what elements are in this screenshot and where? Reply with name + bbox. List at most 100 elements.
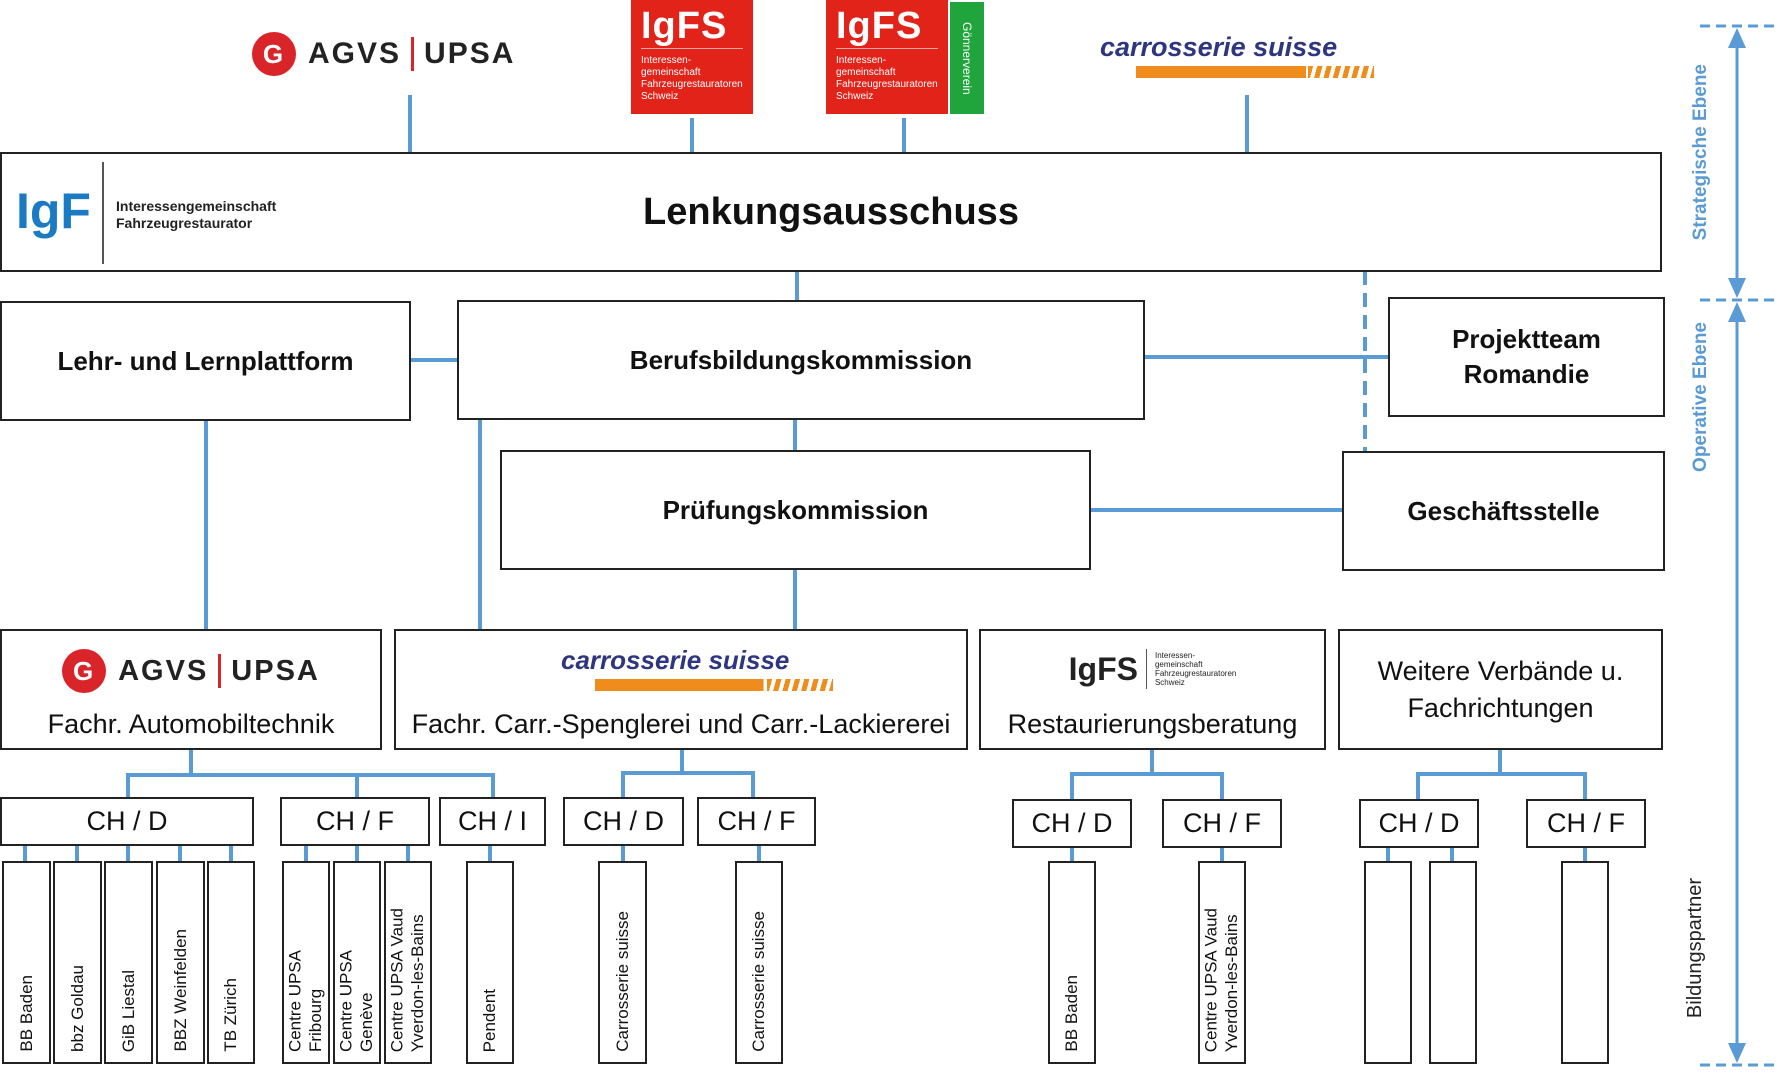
dept-weitere-box: Weitere Verbände u. Fachrichtungen [1338, 629, 1663, 750]
region-ch-d-carrosserie: CH / D [563, 797, 684, 846]
goennerverein-tab: Gönnerverein [950, 2, 984, 114]
igfs-logo-text: Schweiz [641, 91, 679, 102]
igf-logo-text-line: Interessengemeinschaft [116, 198, 277, 214]
partner-label-line: Centre UPSA [336, 949, 356, 1052]
agvs-emblem-icon: G [62, 649, 107, 693]
agvs-logo-right: UPSA [424, 37, 516, 70]
carrosserie-stripes [767, 679, 833, 691]
agvs-logo-left: AGVS [118, 654, 209, 687]
igf-logo-divider [102, 162, 104, 264]
agvs-logo-divider [411, 37, 415, 71]
dept-agvs-logo: G AGVS UPSA [62, 649, 320, 693]
dept-restaurierung-label: Restaurierungsberatung [1007, 709, 1298, 739]
lehr-lernplattform-box: Lehr- und Lernplattform [0, 301, 411, 421]
partner-label: BB Baden [16, 975, 36, 1052]
partner-label-line: Yverdon-les-Bains [408, 914, 427, 1052]
region-ch-f-automobil: CH / F [280, 797, 430, 846]
igfs-logo-text: Schweiz [1154, 678, 1185, 687]
partner-tb-zuerich: TB Zürich [207, 861, 255, 1064]
agvs-upsa-logo: G AGVS UPSA [252, 32, 515, 76]
region-ch-d-automobil: CH / D [0, 797, 254, 846]
dept-automobiltechnik-box: G AGVS UPSA Fachr. Automobiltechnik [0, 629, 382, 750]
igfs-logo-mark: IgFS [1068, 650, 1138, 687]
partner-bbz-goldau: bbz Goldau [53, 861, 102, 1064]
partner-label: Centre UPSA Vaud Yverdon-les-Bains [388, 908, 429, 1052]
dept-automobiltechnik-label: Fachr. Automobiltechnik [47, 709, 335, 739]
partner-label: TB Zürich [220, 978, 240, 1052]
partner-label: Pendent [479, 988, 499, 1052]
dept-weitere-line-2: Fachrichtungen [1407, 692, 1594, 723]
partner-empty-3 [1561, 861, 1609, 1064]
igfs-goennerverein-logo: IgFS Interessen- gemeinschaft Fahrzeugre… [826, 0, 948, 114]
partner-empty-2 [1429, 861, 1477, 1064]
partner-label-line: Yverdon-les-Bains [1222, 914, 1241, 1052]
carrosserie-stripes [1308, 66, 1374, 78]
partner-bb-baden-restaurierung: BB Baden [1048, 861, 1096, 1064]
projektteam-line-2: Romandie [1463, 359, 1590, 389]
lenkungsausschuss-box: Lenkungsausschuss [0, 152, 1662, 272]
partner-label: Carrosserie suisse [748, 911, 768, 1052]
igfs-logo-text: gemeinschaft [641, 67, 701, 78]
region-ch-d-weitere: CH / D [1359, 799, 1479, 848]
igfs-logo-mark: IgFS [641, 4, 743, 49]
dept-carrosserie-box: carrosserie suisse Fachr. Carr.-Spengler… [394, 629, 968, 750]
igfs-logo-text: gemeinschaft [836, 67, 896, 78]
region-ch-f-weitere: CH / F [1526, 799, 1646, 848]
agvs-logo-divider [218, 654, 222, 688]
igfs-logo: IgFS Interessen- gemeinschaft Fahrzeugre… [631, 0, 753, 114]
dept-carrosserie-label: Fachr. Carr.-Spenglerei und Carr.-Lackie… [411, 709, 951, 739]
carrosserie-suisse-logo: carrosserie suisse [1100, 32, 1338, 62]
igfs-logo-text: Interessen- [1154, 651, 1195, 660]
agvs-logo-left: AGVS [308, 37, 402, 70]
berufsbildungskommission-box: Berufsbildungskommission [457, 300, 1145, 420]
partner-bbz-weinfelden: BBZ Weinfelden [156, 861, 205, 1064]
partner-empty-1 [1364, 861, 1412, 1064]
partner-label: BB Baden [1061, 975, 1081, 1052]
partner-label: Centre UPSA Genève [337, 950, 378, 1052]
partner-gib-liestal: GiB Liestal [104, 861, 153, 1064]
partner-centre-upsa-geneve: Centre UPSA Genève [333, 861, 381, 1064]
igfs-logo-text: Fahrzeugrestauratoren [1154, 669, 1237, 678]
partner-label: BBZ Weinfelden [170, 929, 190, 1052]
region-ch-f-carrosserie: CH / F [697, 797, 816, 846]
igfs-logo-mark: IgFS [836, 4, 938, 49]
agvs-logo-right: UPSA [231, 654, 320, 687]
partner-label-line: Centre UPSA Vaud [387, 907, 407, 1052]
igfs-logo-text: Schweiz [836, 91, 874, 102]
geschaeftsstelle-box: Geschäftsstelle [1342, 451, 1665, 571]
partner-label: GiB Liestal [118, 969, 138, 1052]
projektteam-line-1: Projektteam [1452, 323, 1601, 354]
igfs-logo-text: gemeinschaft [1154, 660, 1203, 669]
partner-label-line: Centre UPSA [285, 949, 305, 1052]
partner-label: Centre UPSA Fribourg [286, 950, 327, 1052]
igf-logo-text: Interessengemeinschaft Fahrzeugrestaurat… [116, 198, 276, 232]
pruefungskommission-box: Prüfungskommission [500, 450, 1091, 570]
operative-level-label: Operative Ebene [1690, 322, 1711, 472]
igfs-logo-text: Fahrzeugrestauratoren [836, 79, 938, 90]
igfs-logo-text: Interessen- [836, 55, 887, 66]
partner-label-line: Centre UPSA Vaud [1201, 907, 1221, 1052]
igfs-logo-text: Fahrzeugrestauratoren [641, 79, 743, 90]
partner-centre-upsa-fribourg: Centre UPSA Fribourg [282, 861, 330, 1064]
region-ch-i-automobil: CH / I [439, 797, 546, 846]
dept-carrosserie-logo: carrosserie suisse [531, 645, 833, 691]
dept-restaurierung-box: IgFS Interessen- gemeinschaft Fahrzeugre… [979, 629, 1326, 750]
education-partners-label: Bildungspartner [1684, 878, 1706, 1019]
igf-logo-text-line: Fahrzeugrestaurator [116, 215, 253, 231]
region-ch-f-restaurierung: CH / F [1162, 799, 1282, 848]
partner-pendent: Pendent [466, 861, 514, 1064]
partner-label: Centre UPSA Vaud Yverdon-les-Bains [1202, 908, 1243, 1052]
igf-logo-mark: IgF [16, 183, 91, 239]
partner-centre-upsa-vaud-restaurierung: Centre UPSA Vaud Yverdon-les-Bains [1198, 861, 1246, 1064]
partner-bb-baden: BB Baden [2, 861, 51, 1064]
dept-igfs-logo: IgFS Interessen- gemeinschaft Fahrzeugre… [1068, 649, 1236, 689]
agvs-emblem-icon: G [252, 32, 296, 76]
lenkungsausschuss-title: Lenkungsausschuss [643, 190, 1019, 233]
igfs-logo-small: Interessen- gemeinschaft Fahrzeugrestaur… [1155, 651, 1236, 687]
partner-label: bbz Goldau [67, 965, 87, 1052]
dept-weitere-line-1: Weitere Verbände u. [1377, 656, 1624, 687]
partner-carrosserie-suisse-f: Carrosserie suisse [735, 861, 783, 1064]
partner-label-line: Fribourg [306, 988, 325, 1052]
partner-carrosserie-suisse-d: Carrosserie suisse [598, 861, 647, 1064]
